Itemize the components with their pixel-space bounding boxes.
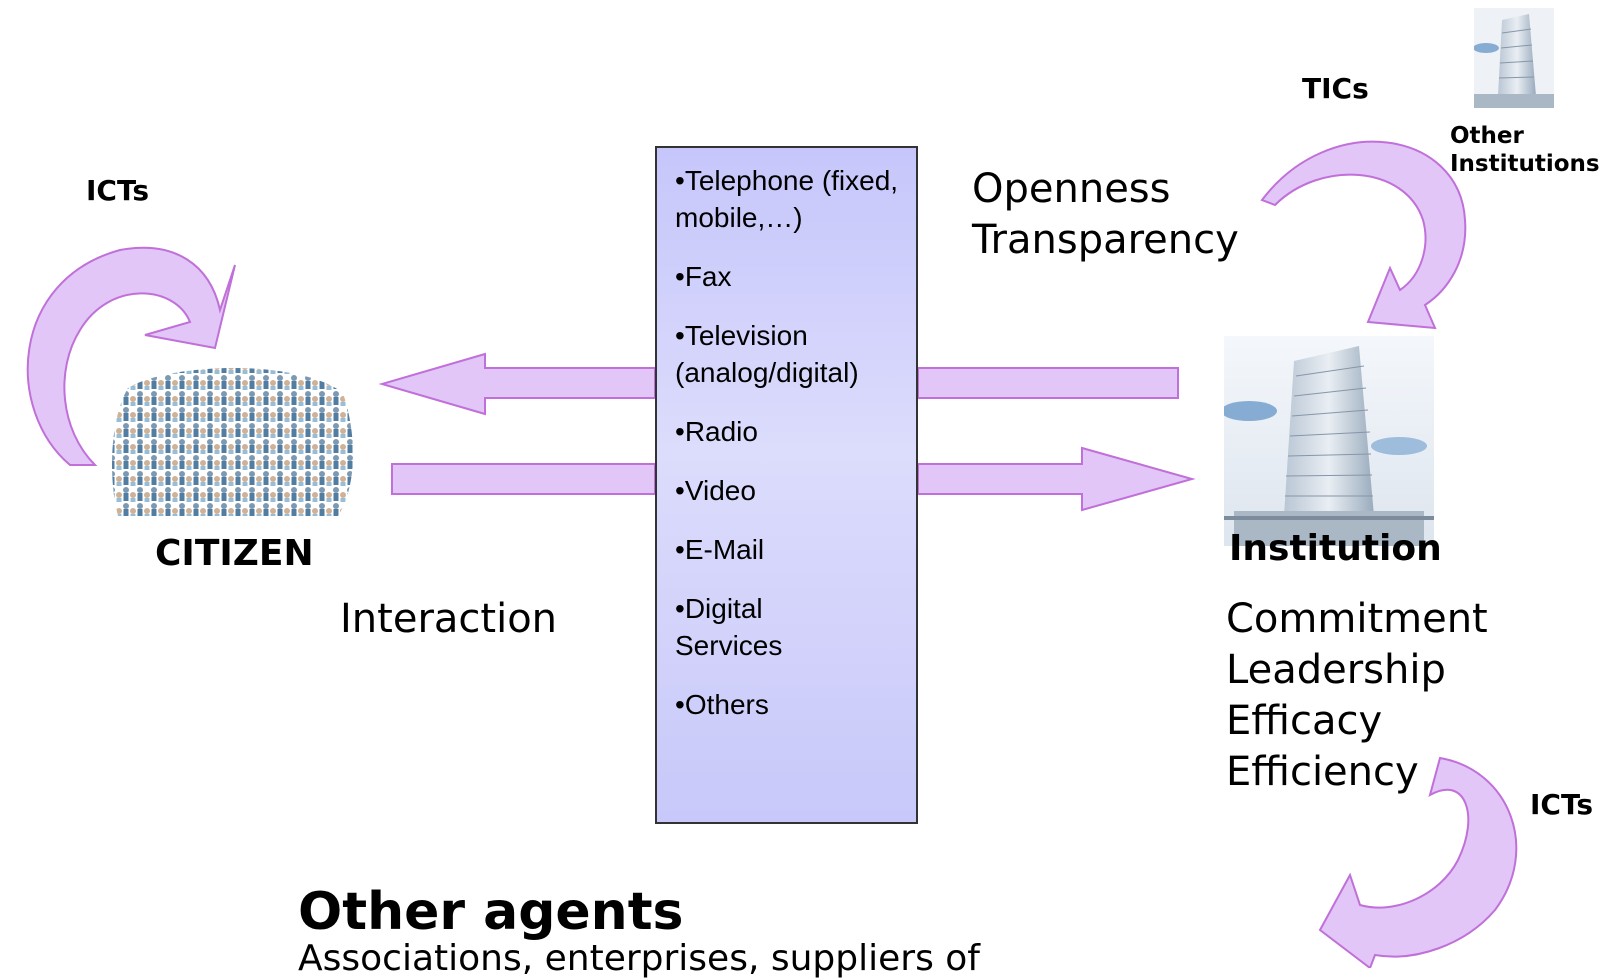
openness-label: Openness	[972, 166, 1171, 212]
interaction-label: Interaction	[340, 596, 558, 642]
citizen-label: CITIZEN	[155, 533, 314, 574]
channel-item-text: Television (analog/digital)	[675, 320, 859, 388]
other-institutions-building-image	[1474, 8, 1554, 108]
other-agents-subtitle: Associations, enterprises, suppliers of	[298, 938, 980, 979]
citizen-ict-label: ICTs	[86, 174, 150, 207]
other-institutions-label-line1: Other	[1450, 123, 1524, 149]
channel-item: Digital Services	[675, 590, 916, 664]
channels-list: Telephone (fixed, mobile,…) FaxTelevision…	[657, 148, 916, 723]
channel-item: E-Mail	[675, 531, 916, 568]
citizen-loop-arrow	[26, 246, 236, 466]
institution-building-image	[1224, 336, 1434, 546]
institution-ict-label: ICTs	[1530, 788, 1594, 821]
other-institutions-tics-label: TICs	[1302, 72, 1369, 105]
channel-item-text: Telephone (fixed, mobile,…)	[675, 165, 899, 233]
channel-item: Others	[675, 686, 916, 723]
institution-loop-arrow	[1318, 756, 1518, 968]
channel-item-text: Radio	[684, 416, 758, 447]
arrow-to-citizen-left	[378, 352, 656, 416]
other-institutions-label-line2: Institutions	[1450, 151, 1600, 177]
arrow-to-institution-left	[391, 463, 656, 495]
channel-item-text: E-Mail	[684, 534, 765, 565]
other-institutions-loop-arrow	[1260, 140, 1467, 330]
institution-quality: Efficiency	[1226, 749, 1419, 795]
other-agents-title: Other agents	[298, 882, 684, 942]
arrow-to-institution-right	[917, 446, 1196, 512]
institution-label: Institution	[1229, 528, 1442, 569]
institution-quality: Commitment	[1226, 596, 1488, 642]
channel-item: Telephone (fixed, mobile,…)	[675, 162, 916, 236]
channel-item: Video	[675, 472, 916, 509]
channel-item-text: Video	[684, 475, 756, 506]
channel-item-text: Digital Services	[675, 593, 783, 661]
other-institutions-label: Other Institutions	[1450, 122, 1600, 178]
channel-item-text: Others	[684, 689, 769, 720]
citizen-crowd-image	[112, 368, 354, 516]
channel-item: Radio	[675, 413, 916, 450]
transparency-label: Transparency	[972, 217, 1239, 263]
institution-quality: Efficacy	[1226, 698, 1383, 744]
channel-item: Fax	[675, 258, 916, 295]
channels-box: Telephone (fixed, mobile,…) FaxTelevision…	[655, 146, 918, 824]
channel-item: Television (analog/digital)	[675, 317, 916, 391]
channel-item-text: Fax	[684, 261, 732, 292]
institution-quality: Leadership	[1226, 647, 1446, 693]
arrow-to-citizen-right	[917, 367, 1179, 399]
